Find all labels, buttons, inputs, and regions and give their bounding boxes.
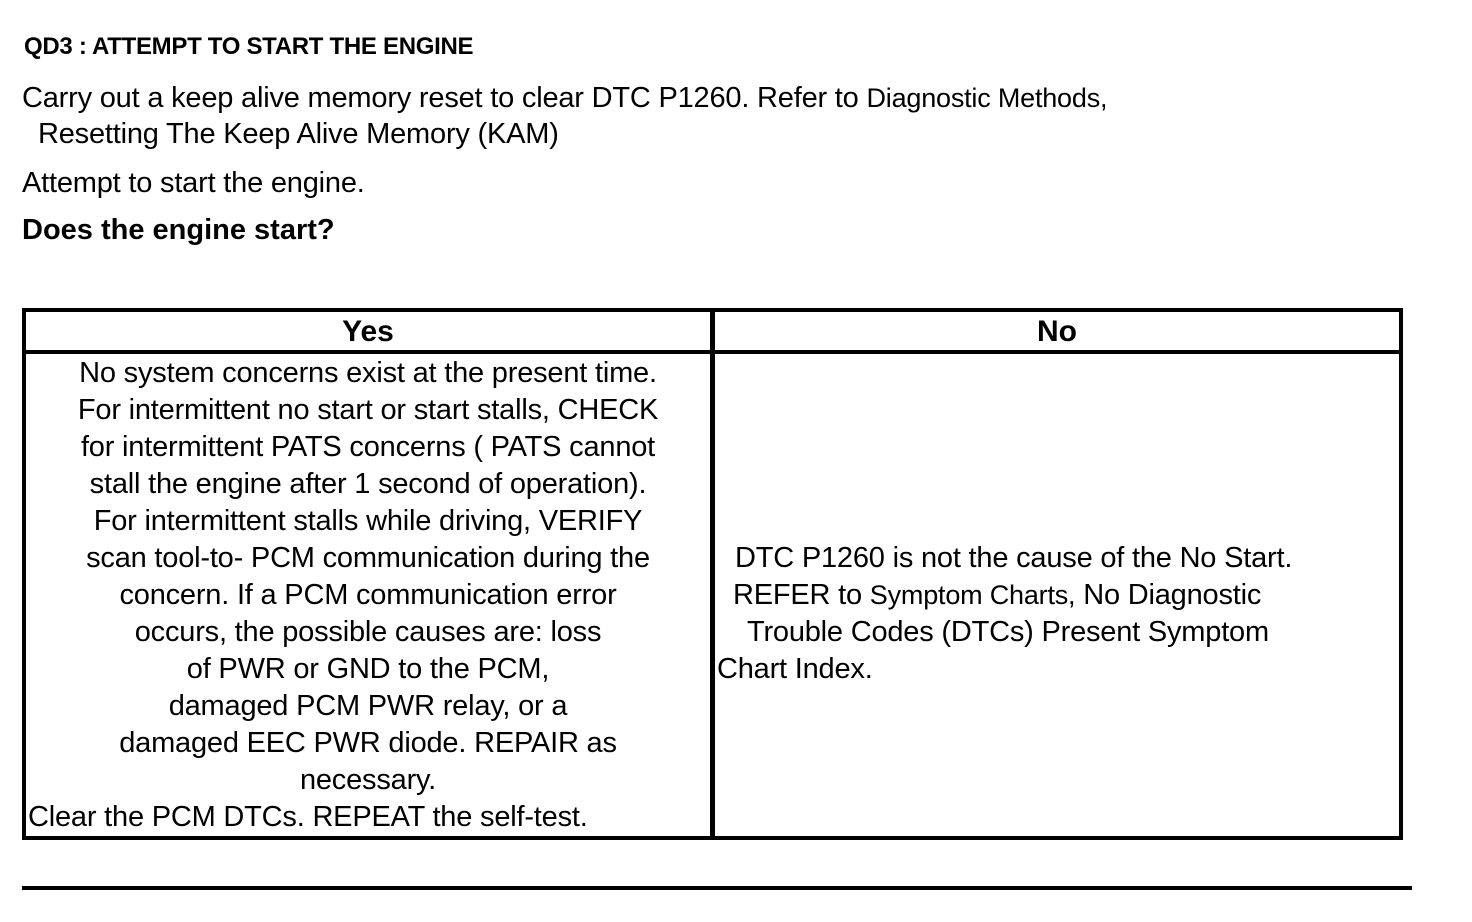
decision-table: Yes No No system concerns exist at the p… [22, 308, 1403, 840]
header-divider [26, 350, 1399, 354]
yes-text-line: for intermittent PATS concerns ( PATS ca… [80, 431, 656, 463]
no-text-line: REFER to Symptom Charts, No Diagnostic [733, 579, 1261, 612]
no-text-line: Trouble Codes (DTCs) Present Symptom [747, 616, 1269, 648]
yes-text-line: occurs, the possible causes are: loss [134, 616, 602, 648]
no-text-line: Chart Index. [717, 653, 873, 685]
column-divider [710, 312, 715, 836]
yes-text-line: damaged EEC PWR diode. REPAIR as [119, 727, 617, 759]
instruction-line: Carry out a keep alive memory reset to c… [22, 82, 1107, 115]
diagnostic-methods-reference: Diagnostic Methods, [866, 83, 1108, 113]
yes-text-line: damaged PCM PWR relay, or a [168, 690, 568, 722]
instruction-line: Attempt to start the engine. [22, 167, 365, 199]
kam-reset-reference: Resetting The Keep Alive Memory (KAM) [38, 118, 559, 150]
decision-question: Does the engine start? [22, 214, 335, 246]
yes-text-line: concern. If a PCM communication error [119, 579, 617, 611]
symptom-charts-reference: Symptom Charts, [869, 580, 1076, 610]
yes-text-line: Clear the PCM DTCs. REPEAT the self-test… [28, 801, 588, 833]
instruction-text: Carry out a keep alive memory reset to c… [22, 82, 867, 114]
no-diagnostic-reference: No Diagnostic [1083, 579, 1262, 611]
no-column-header: No [1037, 315, 1077, 348]
no-cell: DTC P1260 is not the cause of the No Sta… [715, 357, 1399, 837]
bottom-rule [22, 886, 1412, 890]
yes-text-line: scan tool-to- PCM communication during t… [86, 542, 650, 574]
yes-text-line: For intermittent stalls while driving, V… [93, 505, 643, 537]
yes-text-line: necessary. [299, 764, 437, 796]
no-text-line: DTC P1260 is not the cause of the No Sta… [735, 542, 1293, 574]
yes-cell: No system concerns exist at the present … [26, 357, 710, 837]
no-text-segment: REFER to [733, 579, 870, 611]
yes-text-line: of PWR or GND to the PCM, [186, 653, 550, 685]
yes-text-line: No system concerns exist at the present … [79, 357, 657, 389]
yes-text-line: stall the engine after 1 second of opera… [89, 468, 647, 500]
procedure-heading: QD3 : ATTEMPT TO START THE ENGINE [24, 33, 474, 60]
yes-column-header: Yes [342, 315, 394, 348]
yes-text-line: For intermittent no start or start stall… [77, 394, 659, 426]
